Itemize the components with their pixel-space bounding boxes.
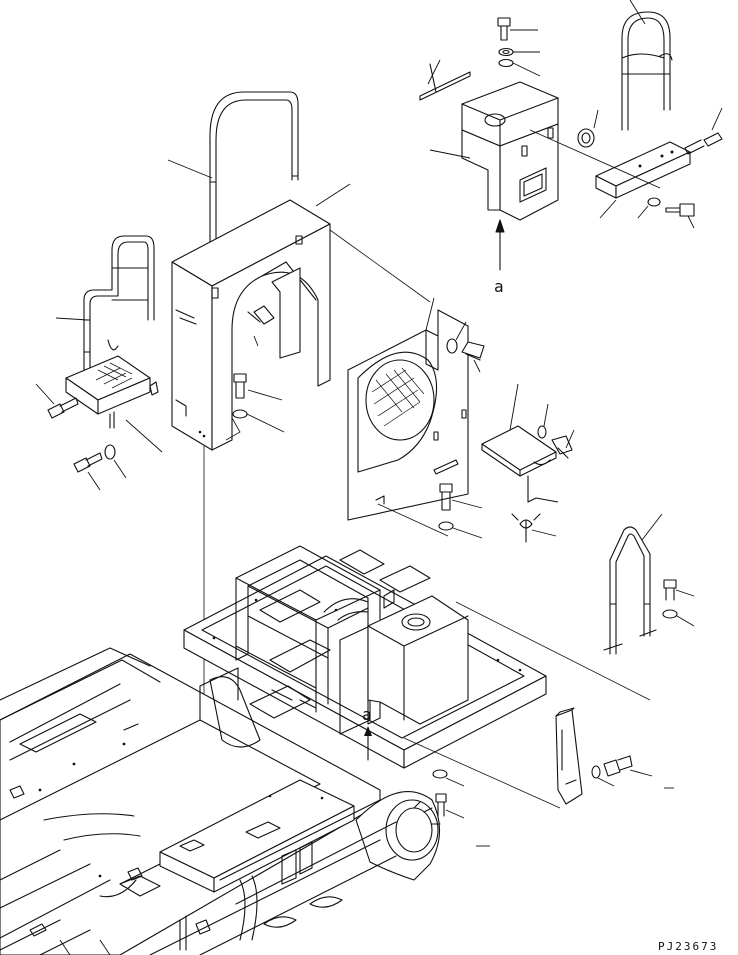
drawing-code: PJ23673 — [658, 940, 718, 953]
middle-bolt-washer — [438, 483, 483, 539]
view-arrow-lower — [364, 726, 372, 761]
center-bolt-and-washer — [225, 373, 285, 441]
battery-box-cover — [159, 779, 355, 893]
center-tall-frame — [171, 183, 431, 836]
top-right-step-plate — [595, 107, 723, 229]
counterweight-hump — [355, 791, 441, 881]
top-right-handrail — [621, 0, 673, 131]
radiator-frame-cage — [235, 545, 381, 735]
view-label-a-lower: a — [362, 705, 372, 724]
fan-cover-panel — [347, 297, 485, 537]
left-small-handrail — [55, 235, 155, 391]
lower-right-parts — [403, 707, 674, 847]
top-right-bolt-stack — [497, 17, 541, 77]
view-label-a-upper: a — [494, 277, 504, 296]
right-small-handrail — [455, 513, 695, 701]
top-right-cover-box — [419, 59, 661, 271]
small-bracket-plate — [481, 383, 575, 543]
left-step-plate — [65, 355, 163, 453]
lower-tubes-and-brackets — [0, 799, 397, 955]
engine-hood-block — [323, 549, 469, 725]
left-bolts — [35, 383, 127, 491]
